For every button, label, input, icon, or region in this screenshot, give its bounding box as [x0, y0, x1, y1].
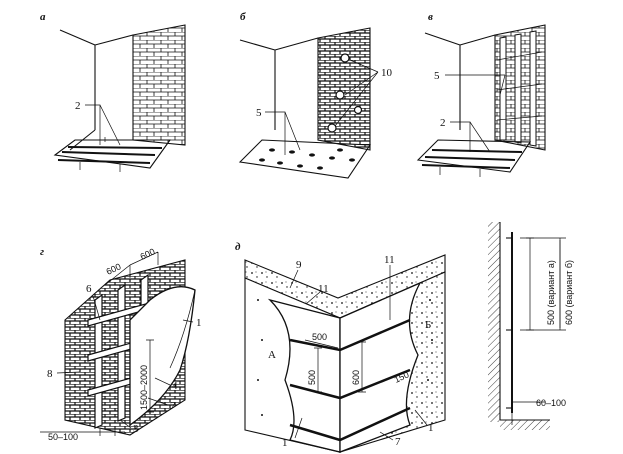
- panel-d-letter: д: [235, 241, 241, 253]
- brick-wall-with-dabs: [317, 27, 371, 151]
- callout-d-1-right: 1: [428, 422, 434, 434]
- panel-a: а 2: [40, 11, 186, 172]
- callout-v-2: 2: [440, 117, 446, 129]
- dim-g-600-b: 600: [139, 246, 157, 261]
- dim-g-600-a: 600: [105, 261, 123, 276]
- panel-a-letter: а: [40, 11, 46, 23]
- panel-d: д А Б 500 500 600 150: [235, 241, 446, 453]
- callout-g-7: 7: [170, 400, 176, 412]
- dim-section-60-100: 60–100: [536, 398, 566, 408]
- dim-d-500-vert: 500: [307, 370, 317, 385]
- dim-g-1500-2000: 1500–2000: [139, 365, 149, 410]
- panel-g: г 600 600 1500–2000 50–100 6 1: [40, 246, 202, 442]
- callout-v-5: 5: [434, 70, 440, 82]
- callout-a-2: 2: [75, 100, 81, 112]
- dim-d-600: 600: [351, 370, 361, 385]
- callout-g-1: 1: [196, 317, 202, 329]
- callout-d-7: 7: [395, 436, 401, 448]
- callout-d-1-left: 1: [282, 437, 288, 449]
- board-with-dabs: [238, 139, 371, 179]
- callout-g-6: 6: [86, 283, 92, 295]
- dim-section-600: 600 (вариант б): [564, 260, 574, 325]
- gypsum-board-on-floor: [53, 139, 172, 169]
- callout-d-11-left: 11: [318, 283, 329, 295]
- panel-v: в 5 2: [416, 11, 546, 177]
- dim-d-500-top: 500: [312, 332, 327, 342]
- dim-section-500: 500 (вариант а): [546, 260, 556, 325]
- zone-a-label: А: [268, 349, 276, 361]
- zone-b-label: Б: [425, 319, 431, 331]
- callout-g-3: 3: [133, 423, 139, 435]
- panel-b-letter: б: [240, 11, 246, 23]
- callout-b-5: 5: [256, 107, 262, 119]
- panel-g-letter: г: [40, 246, 44, 258]
- callout-g-8: 8: [47, 368, 53, 380]
- panel-b: б 5 10: [238, 11, 393, 179]
- callout-d-9: 9: [296, 259, 302, 271]
- callout-b-10: 10: [381, 67, 393, 79]
- section-view: 500 (вариант а) 600 (вариант б) 60–100: [488, 222, 574, 430]
- callout-d-11-right: 11: [384, 254, 395, 266]
- brick-wall: [132, 24, 186, 146]
- callout-g-4: 4: [172, 380, 178, 392]
- dim-g-50-100: 50–100: [48, 432, 78, 442]
- panel-v-letter: в: [428, 11, 433, 23]
- board-on-floor-v: [416, 139, 532, 173]
